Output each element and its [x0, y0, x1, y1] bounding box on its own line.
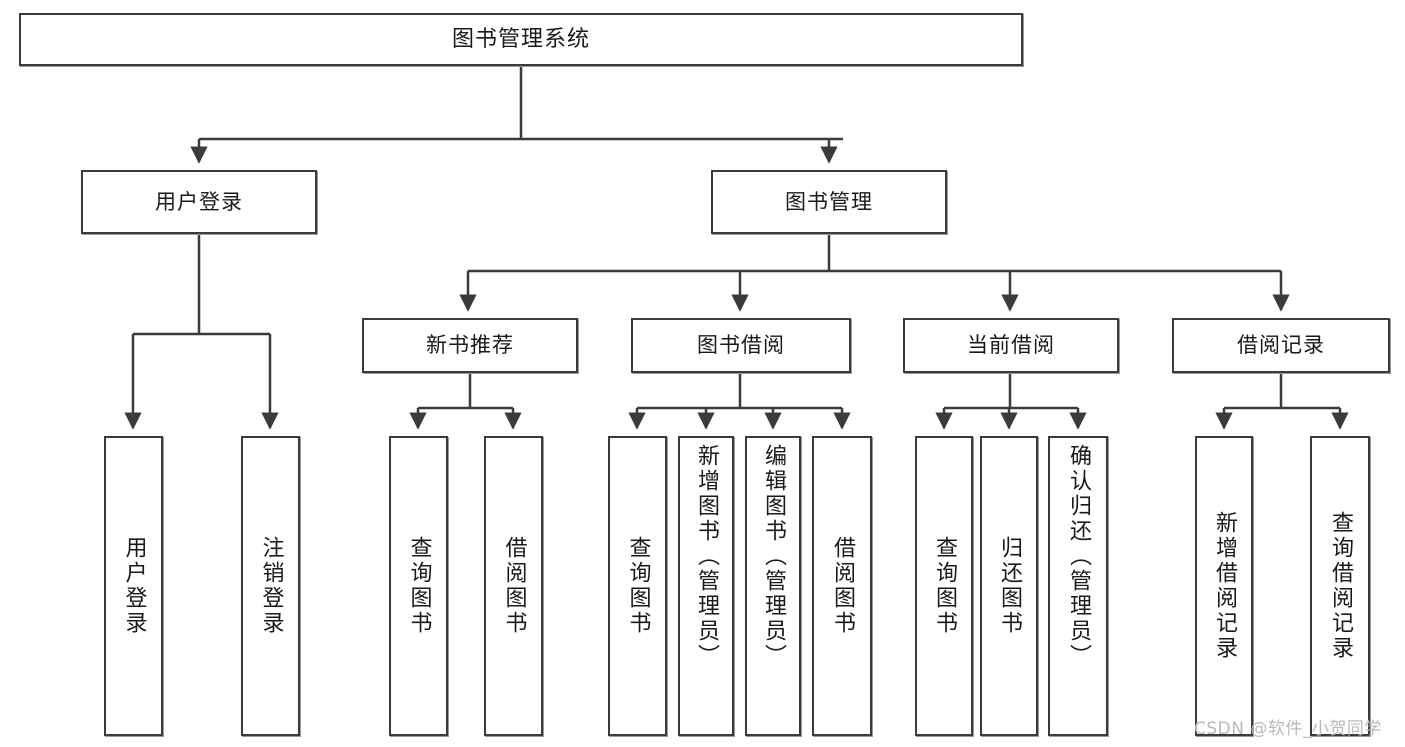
leaf-edit-book-admin[interactable]: 编辑图书（管理员）	[745, 436, 801, 736]
leaf-query-book-borrow-label: 查询图书	[625, 536, 651, 636]
leaf-query-borrow-record[interactable]: 查询借阅记录	[1310, 436, 1370, 736]
node-borrow-record-label: 借阅记录	[1237, 333, 1325, 358]
leaf-add-borrow-record-label: 新增借阅记录	[1212, 511, 1237, 661]
leaf-lend-book-label: 借阅图书	[830, 536, 855, 636]
leaf-return-book-label: 归还图书	[997, 536, 1022, 636]
leaf-edit-book-admin-label: 编辑图书（管理员）	[761, 444, 786, 669]
node-borrow-record[interactable]: 借阅记录	[1172, 318, 1390, 373]
node-current-borrow-label: 当前借阅	[967, 333, 1055, 358]
leaf-query-book-newbook[interactable]: 查询图书	[389, 436, 448, 736]
node-book-borrow[interactable]: 图书借阅	[631, 318, 851, 373]
node-book-management-label: 图书管理	[785, 189, 873, 214]
leaf-confirm-return-admin[interactable]: 确认归还（管理员）	[1048, 436, 1108, 736]
leaf-add-borrow-record[interactable]: 新增借阅记录	[1195, 436, 1253, 736]
leaf-query-book-newbook-label: 查询图书	[406, 536, 432, 636]
leaf-lend-book[interactable]: 借阅图书	[812, 436, 872, 736]
leaf-user-logout-label: 注销登录	[258, 536, 284, 636]
node-root-label: 图书管理系统	[451, 26, 590, 52]
node-user-login-label: 用户登录	[155, 189, 243, 214]
node-root[interactable]: 图书管理系统	[19, 13, 1023, 66]
leaf-query-book-borrow[interactable]: 查询图书	[608, 436, 667, 736]
node-new-book-recommend-label: 新书推荐	[426, 333, 514, 358]
leaf-borrow-book-newbook-label: 借阅图书	[501, 536, 527, 636]
leaf-query-book-current[interactable]: 查询图书	[915, 436, 973, 736]
leaf-user-login[interactable]: 用户登录	[104, 436, 163, 736]
leaf-user-logout[interactable]: 注销登录	[241, 436, 300, 736]
leaf-add-book-admin[interactable]: 新增图书（管理员）	[678, 436, 734, 736]
leaf-borrow-book-newbook[interactable]: 借阅图书	[484, 436, 543, 736]
node-user-login[interactable]: 用户登录	[81, 170, 317, 234]
watermark: CSDN @软件_小贺同学	[1194, 719, 1382, 739]
node-book-management[interactable]: 图书管理	[711, 170, 947, 234]
leaf-query-book-current-label: 查询图书	[932, 536, 957, 636]
node-new-book-recommend[interactable]: 新书推荐	[362, 318, 578, 373]
leaf-query-borrow-record-label: 查询借阅记录	[1328, 511, 1353, 661]
node-current-borrow[interactable]: 当前借阅	[903, 318, 1119, 373]
leaf-user-login-label: 用户登录	[121, 536, 147, 636]
node-book-borrow-label: 图书借阅	[697, 333, 785, 358]
leaf-return-book[interactable]: 归还图书	[980, 436, 1038, 736]
leaf-add-book-admin-label: 新增图书（管理员）	[694, 444, 719, 669]
leaf-confirm-return-admin-label: 确认归还（管理员）	[1066, 444, 1091, 669]
